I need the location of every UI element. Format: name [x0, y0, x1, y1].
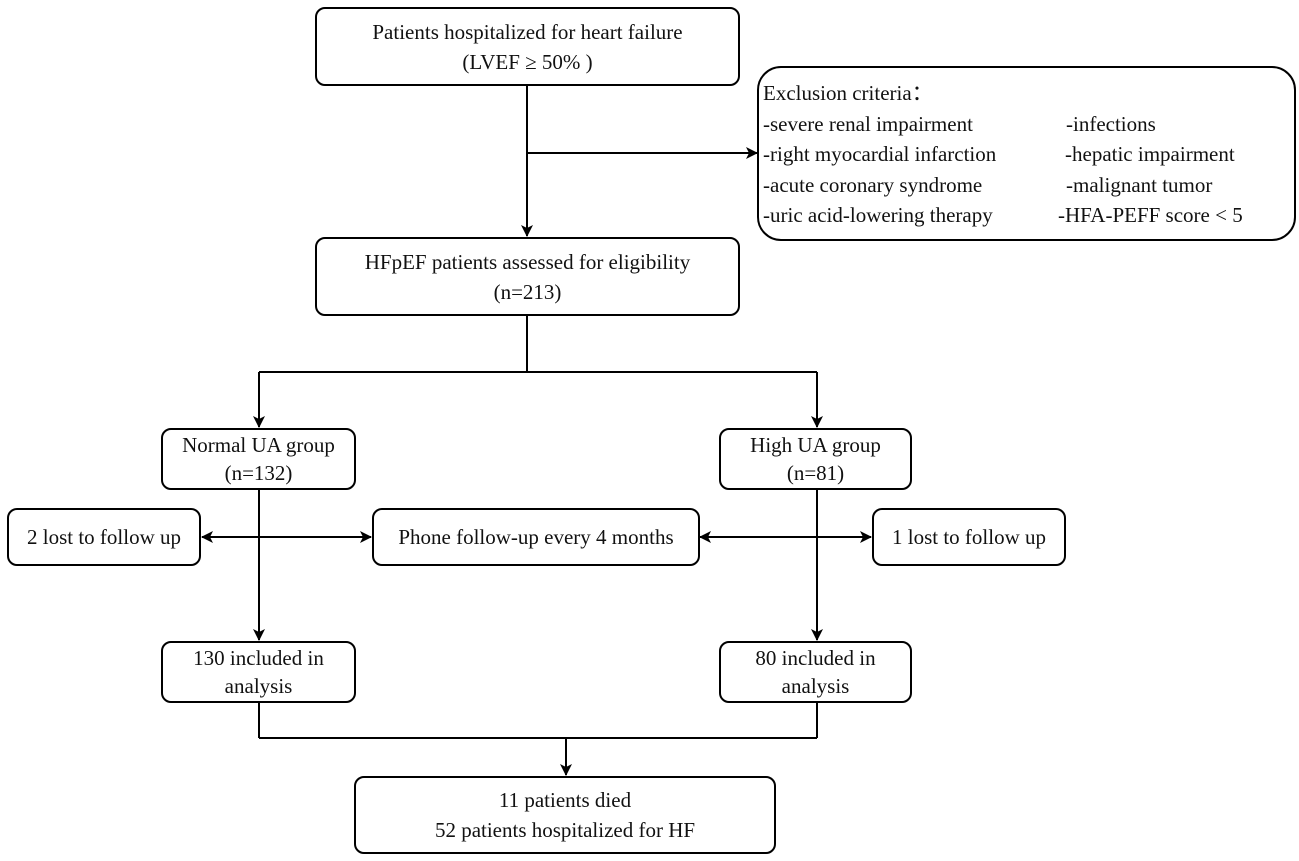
lost-right-box: 1 lost to follow up — [872, 508, 1066, 566]
hospitalized-box: Patients hospitalized for heart failure … — [315, 7, 740, 86]
high-group-count: (n=81) — [786, 461, 845, 485]
exclusion-title: Exclusion criteria： — [763, 81, 933, 105]
lost-right-text: 1 lost to follow up — [891, 525, 1046, 549]
high-ua-group-box: High UA group (n=81) — [719, 428, 912, 490]
included-right-box: 80 included in analysis — [719, 641, 912, 703]
high-group-label: High UA group — [750, 433, 881, 457]
hospitalized-line1: Patients hospitalized for heart failure — [372, 19, 683, 44]
included-left-line1: 130 included in — [193, 646, 324, 670]
exclusion-item: -infections — [1066, 111, 1156, 136]
included-right-line2: analysis — [781, 674, 850, 698]
normal-ua-group-box: Normal UA group (n=132) — [161, 428, 356, 490]
phone-followup-text: Phone follow-up every 4 months — [398, 525, 674, 549]
assessed-line2: (n=213) — [493, 279, 562, 304]
exclusion-item: -hepatic impairment — [1065, 142, 1235, 166]
lost-left-text: 2 lost to follow up — [26, 525, 181, 549]
outcome-died: 11 patients died — [498, 788, 632, 812]
lost-left-box: 2 lost to follow up — [7, 508, 201, 566]
assessed-line1: HFpEF patients assessed for eligibility — [364, 249, 691, 274]
exclusion-item: -severe renal impairment — [763, 111, 973, 136]
exclusion-item: -uric acid-lowering therapy — [763, 203, 993, 227]
outcome-box: 11 patients died 52 patients hospitalize… — [354, 776, 776, 854]
exclusion-item: -acute coronary syndrome — [763, 172, 983, 197]
included-right-line1: 80 included in — [755, 646, 876, 670]
exclusion-row: -uric acid-lowering therapy -HFA-PEFF sc… — [763, 200, 1243, 231]
exclusion-item: -malignant tumor — [1066, 172, 1213, 197]
phone-followup-box: Phone follow-up every 4 months — [372, 508, 700, 566]
exclusion-row: -acute coronary syndrome -malignant tumo… — [763, 170, 1212, 201]
assessed-box: HFpEF patients assessed for eligibility … — [315, 237, 740, 316]
outcome-hospitalized: 52 patients hospitalized for HF — [434, 818, 696, 842]
exclusion-row: -severe renal impairment -infections — [763, 109, 1156, 140]
exclusion-row: -right myocardial infarction -hepatic im… — [763, 139, 1235, 170]
hospitalized-line2: (LVEF ≥ 50% ) — [462, 49, 593, 74]
normal-group-count: (n=132) — [224, 461, 293, 485]
exclusion-item: -HFA-PEFF score < 5 — [1058, 203, 1243, 227]
included-left-line2: analysis — [224, 674, 293, 698]
included-left-box: 130 included in analysis — [161, 641, 356, 703]
exclusion-criteria-box: Exclusion criteria： -severe renal impair… — [757, 66, 1296, 241]
exclusion-item: -right myocardial infarction — [763, 142, 997, 166]
normal-group-label: Normal UA group — [182, 433, 335, 457]
